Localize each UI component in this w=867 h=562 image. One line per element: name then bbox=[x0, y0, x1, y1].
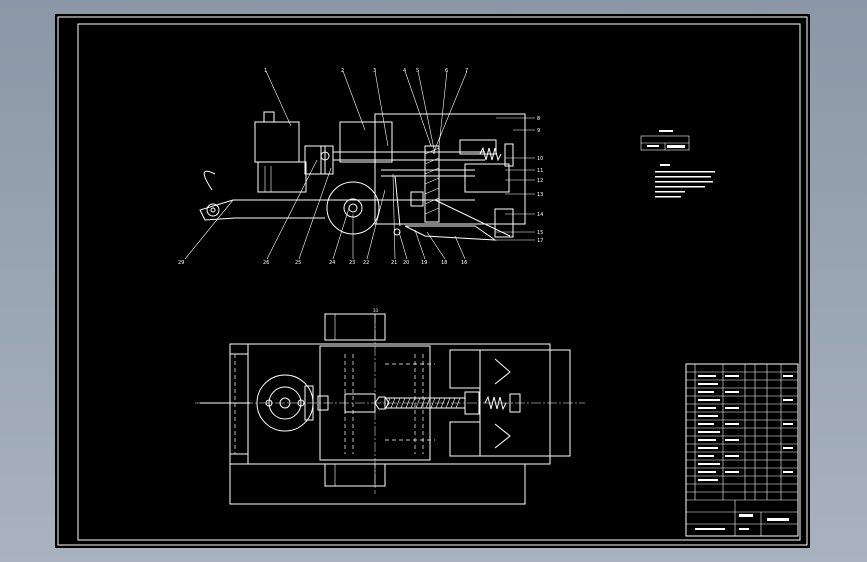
balloon-5: 5 bbox=[416, 68, 419, 74]
coupling bbox=[304, 145, 326, 175]
balloon-6: 6 bbox=[445, 68, 448, 74]
cutter-frame bbox=[319, 345, 431, 461]
handle-block bbox=[494, 208, 514, 238]
balloon-21: 21 bbox=[391, 260, 397, 266]
balloons-top bbox=[265, 70, 468, 155]
spec-table bbox=[640, 130, 690, 151]
balloon-8: 8 bbox=[537, 116, 540, 122]
balloon-14: 14 bbox=[537, 212, 543, 218]
balloon-18: 18 bbox=[441, 260, 447, 266]
balloon-16: 16 bbox=[461, 260, 467, 266]
parts-list bbox=[685, 363, 799, 537]
cutter-disk bbox=[424, 145, 440, 223]
spring bbox=[479, 146, 502, 162]
balloon-2: 2 bbox=[341, 68, 344, 74]
balloon-13: 13 bbox=[537, 192, 543, 198]
balloon-19: 19 bbox=[421, 260, 427, 266]
cad-drawing: 1 2 3 4 5 6 7 8 9 10 11 12 13 14 15 17 2… bbox=[57, 16, 808, 546]
technical-notes bbox=[655, 164, 715, 198]
balloon-20: 20 bbox=[403, 260, 409, 266]
title-block bbox=[686, 500, 798, 536]
balloon-25: 25 bbox=[295, 260, 301, 266]
lower-plate bbox=[229, 463, 526, 505]
engine-filler bbox=[263, 111, 275, 123]
balloon-22: 22 bbox=[363, 260, 369, 266]
front-view bbox=[199, 111, 526, 241]
inner-frame bbox=[77, 23, 801, 541]
balloon-12: 12 bbox=[537, 178, 543, 184]
tow-hook bbox=[203, 170, 216, 191]
gearbox bbox=[339, 121, 393, 163]
balloon-7: 7 bbox=[465, 68, 468, 74]
balloon-1: 1 bbox=[264, 68, 267, 74]
parts-list-rows bbox=[686, 364, 798, 501]
balloon-4: 4 bbox=[403, 68, 406, 74]
spring-housing bbox=[459, 139, 497, 155]
main-housing bbox=[374, 113, 526, 225]
engine-base bbox=[257, 161, 307, 193]
blade-extension bbox=[479, 349, 571, 457]
balloon-26: 26 bbox=[263, 260, 269, 266]
balloon-17: 17 bbox=[537, 238, 543, 244]
parts-list-text bbox=[698, 375, 793, 481]
balloon-10: 10 bbox=[537, 156, 543, 162]
balloon-24: 24 bbox=[329, 260, 335, 266]
balloon-15: 15 bbox=[537, 230, 543, 236]
balloon-3: 3 bbox=[373, 68, 376, 74]
drawing-sheet: 1 2 3 4 5 6 7 8 9 10 11 12 13 14 15 17 2… bbox=[55, 14, 810, 548]
balloon-33: 33 bbox=[373, 308, 379, 313]
outer-frame bbox=[57, 16, 808, 546]
wheel-top bbox=[324, 313, 386, 341]
engine-body bbox=[254, 121, 300, 163]
balloon-29: 29 bbox=[178, 260, 184, 266]
balloon-11: 11 bbox=[537, 168, 543, 174]
balloons-right-leaders bbox=[495, 117, 535, 241]
balloon-9: 9 bbox=[537, 128, 540, 134]
blade bbox=[404, 225, 497, 241]
balloons-bottom-leaders bbox=[184, 159, 466, 260]
wheel-bottom bbox=[324, 463, 386, 487]
balloon-23: 23 bbox=[349, 260, 355, 266]
plan-view bbox=[195, 313, 585, 505]
